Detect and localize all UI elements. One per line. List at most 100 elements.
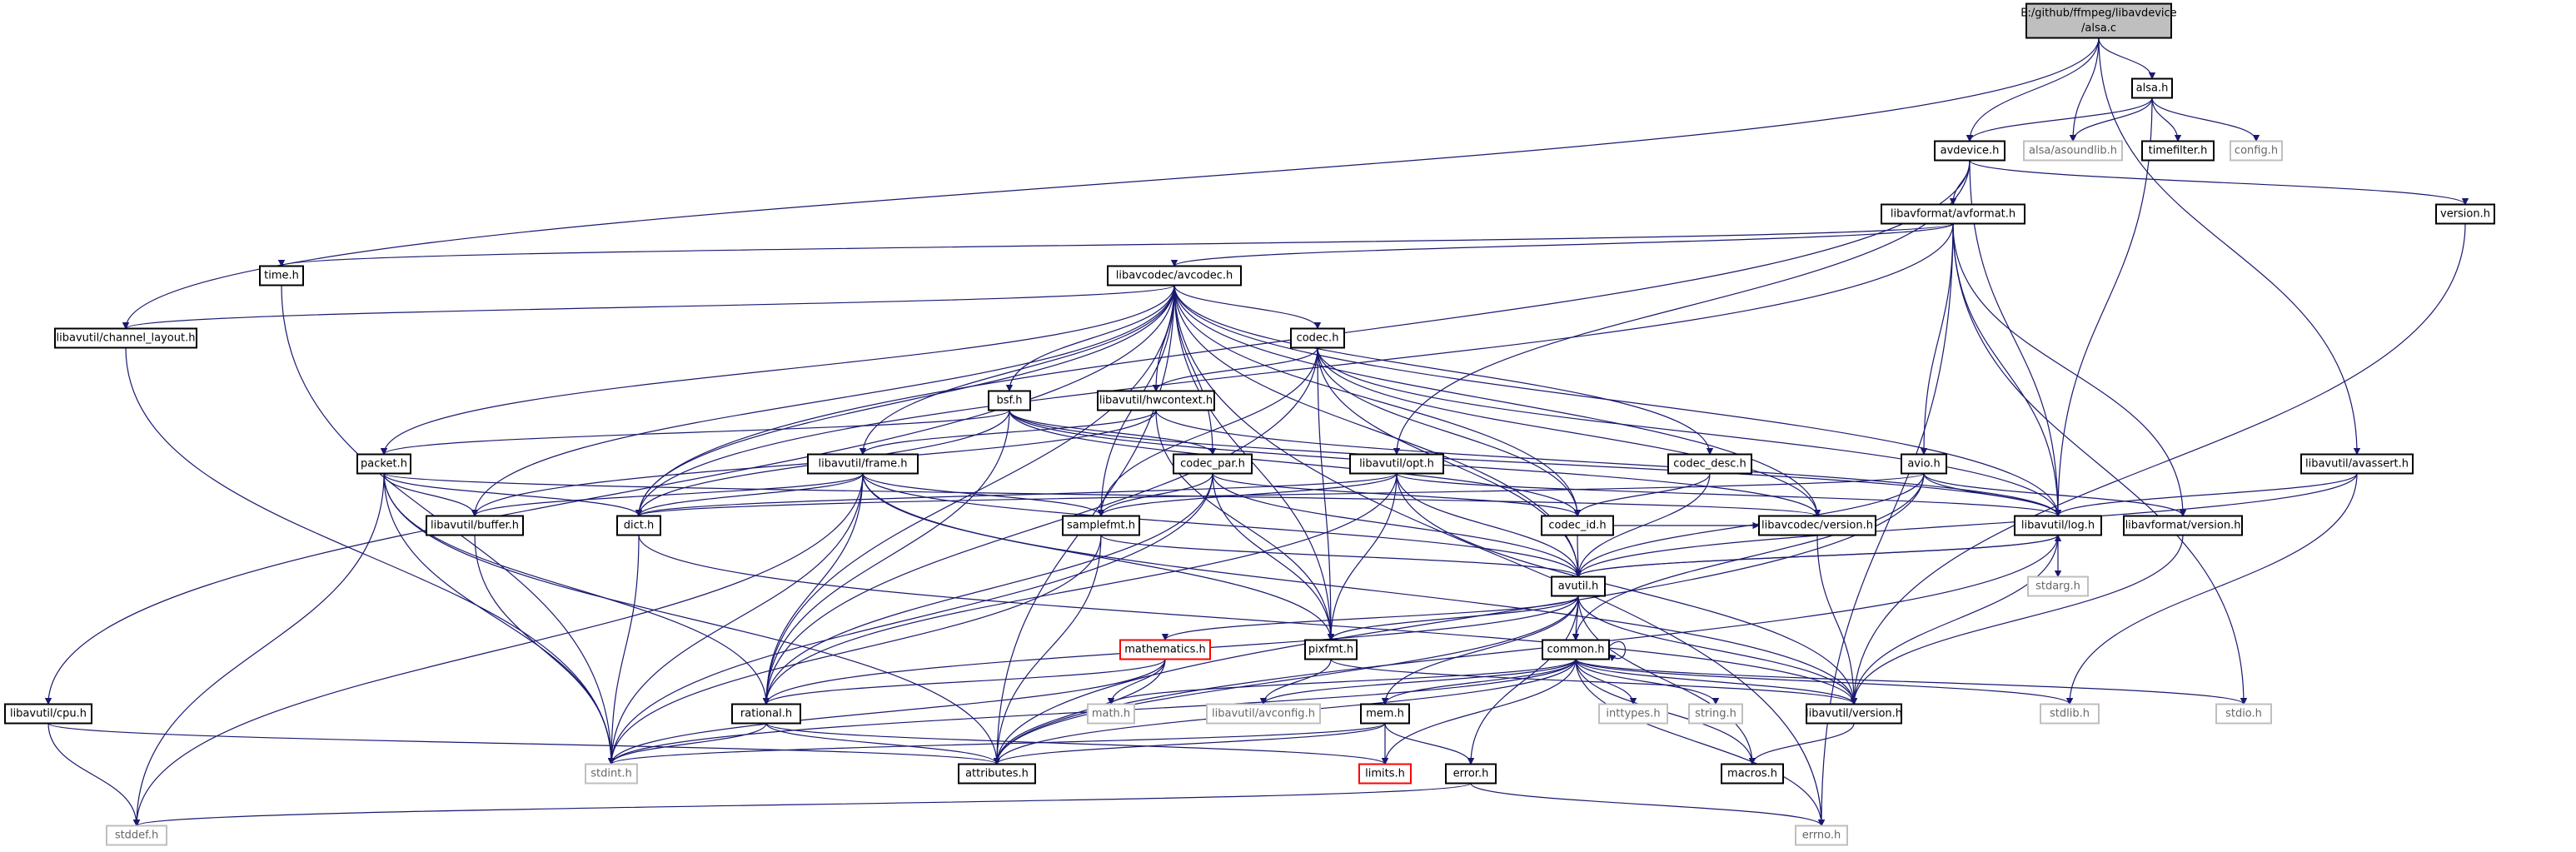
edge-avcodec_h-to-buffer_h	[471, 285, 1175, 517]
node-box	[1062, 515, 1140, 536]
node-label: libavformat/avformat.h	[1891, 208, 2015, 221]
node-box	[1667, 453, 1752, 475]
node-box	[2141, 140, 2215, 162]
node-avformat-version-h[interactable]: libavformat/version.h	[2123, 515, 2243, 536]
node-box	[2014, 515, 2102, 536]
node-box	[1598, 703, 1668, 725]
edge-frame_h-to-pixfmt_h	[862, 473, 1335, 641]
node-box	[54, 327, 197, 349]
node-label: libavutil/hwcontext.h	[1099, 395, 1213, 407]
node-box	[2025, 2, 2172, 39]
node-stdio-h: stdio.h	[2215, 703, 2272, 725]
node-version-h[interactable]: version.h	[2435, 203, 2495, 225]
node-frame-h[interactable]: libavutil/frame.h	[807, 453, 919, 475]
node-errno-h: errno.h	[1795, 825, 1848, 846]
node-box	[1688, 703, 1743, 725]
edge-codec_h-to-log_h	[1317, 347, 2062, 517]
node-codec-par-h[interactable]: codec_par.h	[1173, 453, 1253, 475]
node-opt-h[interactable]: libavutil/opt.h	[1349, 453, 1444, 475]
node-box	[4, 703, 92, 725]
edge-codec_par_h-to-rational_h	[762, 473, 1213, 705]
node-avio-h[interactable]: avio.h	[1901, 453, 1947, 475]
edge-hwcontext_h-to-log_h	[1155, 410, 2062, 517]
node-codec-id-h[interactable]: codec_id.h	[1541, 515, 1614, 536]
node-bsf-h[interactable]: bsf.h	[988, 390, 1031, 411]
node-codec-h[interactable]: codec.h	[1290, 327, 1345, 349]
node-macros-h[interactable]: macros.h	[1721, 763, 1784, 785]
edge-avformat_h-to-avformat_version_h	[1952, 223, 2187, 517]
node-pixfmt-h[interactable]: pixfmt.h	[1304, 639, 1358, 660]
edge-frame_h-to-stdint_h	[607, 473, 864, 765]
node-avformat-h[interactable]: libavformat/avformat.h	[1881, 203, 2025, 225]
edge-samplefmt_h-to-attributes_h	[993, 535, 1102, 765]
node-label: libavutil/frame.h	[819, 458, 908, 471]
node-error-h[interactable]: error.h	[1445, 763, 1497, 785]
edge-common_h-to-errno_h	[1575, 659, 1826, 827]
node-stdarg-h: stdarg.h	[2027, 575, 2089, 597]
node-box	[259, 265, 304, 286]
edge-avutil_h-to-avutil_version_h	[1577, 595, 1858, 705]
node-packet-h[interactable]: packet.h	[356, 453, 411, 475]
edge-common_h-to-avconfig_h	[1259, 659, 1577, 705]
edge-opt_h-to-samplefmt_h	[1097, 473, 1398, 517]
edge-avutil_h-to-mathematics_h	[1161, 595, 1579, 641]
edge-common_h-to-mem_h	[1381, 659, 1577, 705]
node-box	[2131, 77, 2173, 99]
node-hwcontext-h[interactable]: libavutil/hwcontext.h	[1097, 390, 1215, 411]
node-cpu-h[interactable]: libavutil/cpu.h	[4, 703, 92, 725]
edge-frame_h-to-rational_h	[762, 473, 864, 705]
node-buffer-h[interactable]: libavutil/buffer.h	[426, 515, 524, 536]
node-dict-h[interactable]: dict.h	[616, 515, 661, 536]
node-box	[807, 453, 919, 475]
node-log-h[interactable]: libavutil/log.h	[2014, 515, 2102, 536]
edge-alsa_c-to-asoundlib_h	[2069, 37, 2100, 142]
node-alsa-h[interactable]: alsa.h	[2131, 77, 2173, 99]
node-timefilter-h[interactable]: timefilter.h	[2141, 140, 2215, 162]
node-avutil-h[interactable]: avutil.h	[1551, 575, 1606, 597]
node-avconfig-h: libavutil/avconfig.h	[1206, 703, 1321, 725]
node-codec-desc-h[interactable]: codec_desc.h	[1667, 453, 1752, 475]
node-mem-h[interactable]: mem.h	[1360, 703, 1410, 725]
node-box	[988, 390, 1031, 411]
edge-dict_h-to-stdint_h	[607, 535, 640, 765]
edge-common_h-to-avutil_version_h	[1575, 659, 1858, 705]
edge-alsa_h-to-config_h	[2151, 97, 2260, 142]
node-box	[2230, 140, 2283, 162]
node-channel-layout-h[interactable]: libavutil/channel_layout.h	[54, 327, 197, 349]
node-label: packet.h	[361, 458, 407, 471]
edge-common_h-to-inttypes_h	[1575, 659, 1637, 705]
node-label: libavutil/avassert.h	[2305, 458, 2409, 471]
edge-rational_h-to-stdint_h	[607, 723, 767, 765]
node-limits-h[interactable]: limits.h	[1358, 763, 1412, 785]
node-alsa-c[interactable]: E:/github/ffmpeg/libavdevice/alsa.c	[2020, 2, 2177, 39]
node-label: time.h	[264, 270, 299, 282]
node-mathematics-h[interactable]: mathematics.h	[1119, 639, 1211, 660]
node-label: macros.h	[1727, 768, 1777, 780]
node-label: libavutil/version.h	[1806, 708, 1902, 720]
node-inttypes-h: inttypes.h	[1598, 703, 1668, 725]
node-rational-h[interactable]: rational.h	[731, 703, 801, 725]
node-time-h[interactable]: time.h	[259, 265, 304, 286]
node-avdevice-h[interactable]: avdevice.h	[1934, 140, 2005, 162]
node-avcodec-h[interactable]: libavcodec/avcodec.h	[1107, 265, 1242, 286]
edge-mem_h-to-attributes_h	[993, 722, 1386, 765]
node-string-h: string.h	[1688, 703, 1743, 725]
node-box	[958, 763, 1036, 785]
edge-avio_h-to-dict_h	[635, 472, 1925, 517]
node-avassert-h[interactable]: libavutil/avassert.h	[2300, 453, 2414, 475]
node-box	[585, 763, 638, 785]
node-label: rational.h	[740, 708, 792, 720]
node-avutil-version-h[interactable]: libavutil/version.h	[1806, 703, 1902, 725]
node-samplefmt-h[interactable]: samplefmt.h	[1062, 515, 1140, 536]
edge-mem_h-to-stdint_h	[608, 722, 1386, 765]
edge-dict_h-to-avutil_version_h	[638, 535, 1858, 705]
edge-packet_h-to-attributes_h	[383, 473, 1001, 765]
node-common-h[interactable]: common.h	[1542, 639, 1610, 660]
node-attributes-h[interactable]: attributes.h	[958, 763, 1036, 785]
node-box	[1107, 265, 1242, 286]
node-math-h: math.h	[1087, 703, 1135, 725]
edge-hwcontext_h-to-frame_h	[859, 410, 1157, 456]
node-box	[426, 515, 524, 536]
node-avcodec-version-h[interactable]: libavcodec/version.h	[1758, 515, 1876, 536]
edge-bsf_h-to-rational_h	[762, 410, 1010, 705]
